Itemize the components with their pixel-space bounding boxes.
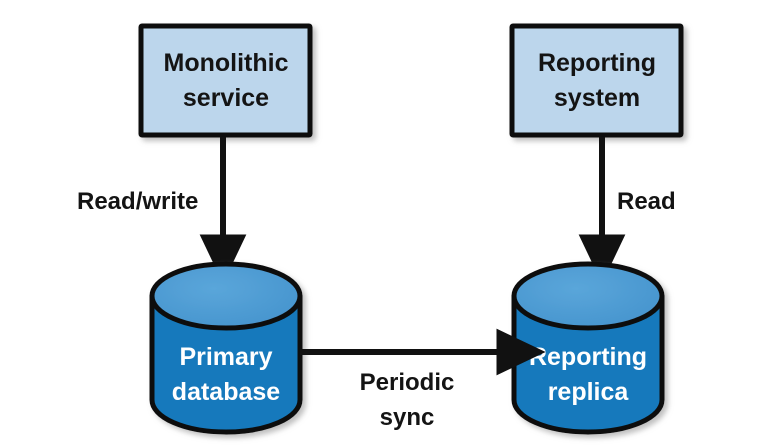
- reporting-replica-text-group: Reporting replica: [529, 343, 647, 406]
- monolithic-service-box: [138, 23, 313, 138]
- node-primary-database[interactable]: [149, 261, 303, 435]
- node-reporting-replica[interactable]: [511, 261, 665, 435]
- primary-database-cylinder-top: [149, 261, 303, 331]
- reporting-system-box: [509, 23, 684, 138]
- primary-database-cylinder-body: [149, 293, 303, 435]
- monolithic-service-label-line1: Monolithic: [164, 49, 289, 77]
- reporting-replica-cylinder-body: [511, 293, 665, 435]
- primary-database-text-group: Primary database: [172, 343, 280, 406]
- reporting-replica-label-line2: replica: [548, 378, 630, 406]
- edge-read: Read: [578, 137, 676, 284]
- edge-read-write: Read/write: [77, 137, 247, 284]
- reporting-system-label-line1: Reporting: [538, 49, 656, 77]
- node-monolithic-service[interactable]: Monolithic service: [138, 23, 313, 138]
- reporting-replica-label-line1: Reporting: [529, 343, 647, 371]
- primary-database-label-line1: Primary: [179, 343, 272, 371]
- read-label: Read: [617, 188, 676, 215]
- primary-database-label-line2: database: [172, 378, 280, 406]
- node-reporting-system[interactable]: Reporting system: [509, 23, 684, 138]
- read-write-label: Read/write: [77, 188, 198, 215]
- monolithic-service-label-line2: service: [183, 84, 269, 112]
- periodic-sync-label-line2: sync: [380, 404, 435, 431]
- reporting-replica-cylinder-top: [511, 261, 665, 331]
- periodic-sync-label-line1: Periodic: [360, 369, 455, 396]
- edge-periodic-sync: Periodic sync: [300, 328, 546, 431]
- reporting-system-label-line2: system: [554, 84, 640, 112]
